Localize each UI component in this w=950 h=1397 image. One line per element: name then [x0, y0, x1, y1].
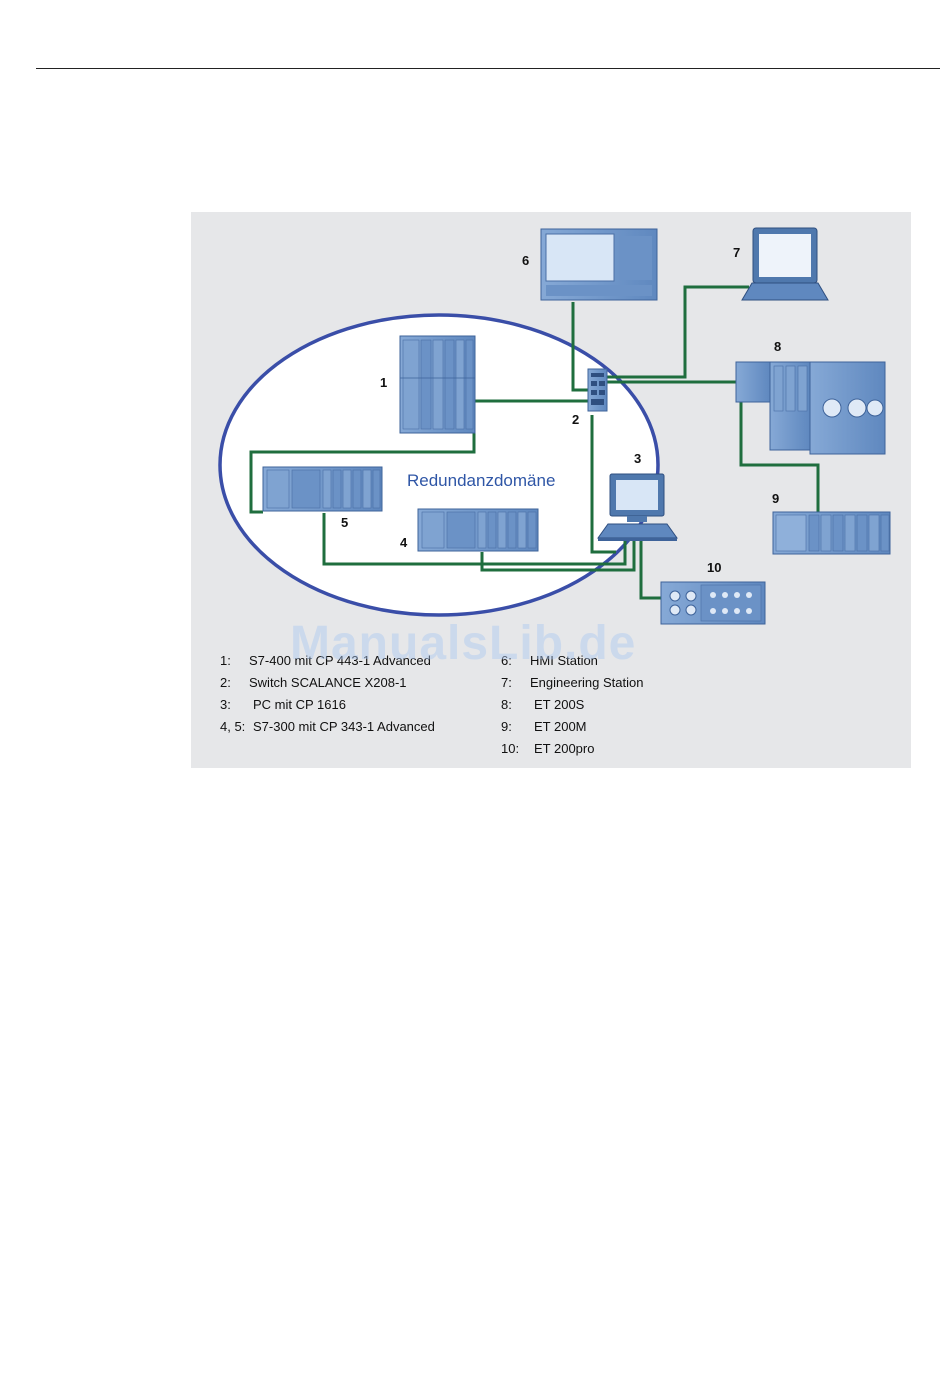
device-number-9: 9 — [772, 491, 779, 506]
legend-key: 10: — [501, 738, 534, 760]
legend-item: 8: ET 200S — [501, 694, 643, 716]
device-number-8: 8 — [774, 339, 781, 354]
device-number-5: 5 — [341, 515, 348, 530]
top-rule — [36, 68, 940, 69]
device-number-7: 7 — [733, 245, 740, 260]
et-200pro — [661, 582, 765, 624]
watermark: ManualsLib.de — [290, 616, 636, 671]
device-number-6: 6 — [522, 253, 529, 268]
legend-text: PC mit CP 1616 — [253, 694, 346, 716]
device-number-10: 10 — [707, 560, 721, 575]
legend-text: S7-300 mit CP 343-1 Advanced — [253, 716, 435, 738]
s7-400-device — [400, 336, 475, 433]
legend-item: 10: ET 200pro — [501, 738, 643, 760]
scalance-switch — [588, 369, 607, 411]
et-200s — [736, 362, 885, 454]
et-200s-connector-3 — [867, 400, 883, 416]
legend-text: ET 200M — [534, 716, 587, 738]
legend-item: 2: Switch SCALANCE X208-1 — [220, 672, 435, 694]
pc-device — [598, 474, 677, 541]
hmi-panel — [541, 229, 657, 300]
legend-text: Engineering Station — [530, 672, 643, 694]
legend-key: 1: — [220, 650, 249, 672]
legend-item: 9: ET 200M — [501, 716, 643, 738]
et-200s-connector-2 — [848, 399, 866, 417]
legend-item: 7: Engineering Station — [501, 672, 643, 694]
cable-pc-et200pro — [641, 540, 661, 598]
legend-key: 9: — [501, 716, 534, 738]
legend-key: 2: — [220, 672, 249, 694]
s7-300-device-5 — [263, 467, 382, 511]
legend-key: 4, 5: — [220, 716, 253, 738]
device-number-2: 2 — [572, 412, 579, 427]
et-200m — [773, 512, 890, 554]
legend-item: 3: PC mit CP 1616 — [220, 694, 435, 716]
legend-key: 3: — [220, 694, 253, 716]
legend-key: 8: — [501, 694, 534, 716]
legend-text: Switch SCALANCE X208-1 — [249, 672, 407, 694]
legend-key: 7: — [501, 672, 530, 694]
legend-text: ET 200S — [534, 694, 584, 716]
s7-300-device-4 — [418, 509, 538, 551]
device-number-1: 1 — [380, 375, 387, 390]
legend-item: 4, 5: S7-300 mit CP 343-1 Advanced — [220, 716, 435, 738]
et-200s-connector-1 — [823, 399, 841, 417]
engineering-laptop — [742, 228, 828, 300]
redundancy-domain-label: Redundanzdomäne — [407, 471, 555, 490]
legend-text: ET 200pro — [534, 738, 594, 760]
device-number-4: 4 — [400, 535, 408, 550]
device-number-3: 3 — [634, 451, 641, 466]
